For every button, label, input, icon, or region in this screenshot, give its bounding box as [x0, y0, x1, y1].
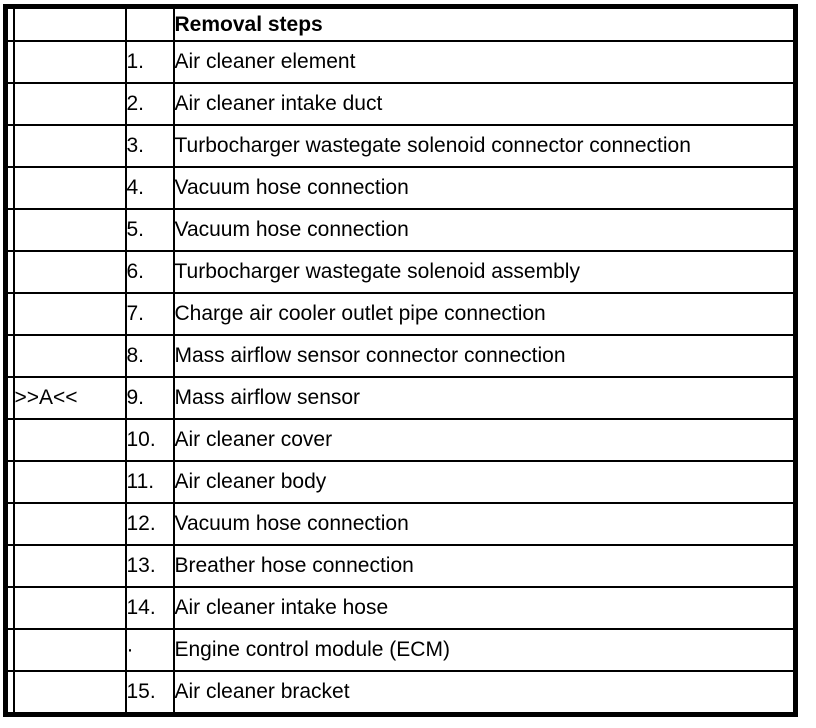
- spacer-cell: [4, 376, 15, 420]
- marker-cell: >>A<<: [12, 376, 127, 420]
- spacer-cell: [4, 124, 15, 168]
- marker-cell: [12, 628, 127, 672]
- marker-cell: [12, 586, 127, 630]
- step-text-cell: Air cleaner body: [172, 460, 797, 504]
- spacer-cell: [4, 460, 15, 504]
- table-row: 13. Breather hose connection: [4, 544, 797, 588]
- table-row: 14. Air cleaner intake hose: [4, 586, 797, 630]
- step-number-cell: 5.: [124, 208, 175, 252]
- step-number-cell: 12.: [124, 502, 175, 546]
- marker-cell: [12, 208, 127, 252]
- spacer-cell: [4, 334, 15, 378]
- marker-cell: [12, 292, 127, 336]
- step-text-cell: Turbocharger wastegate solenoid assembly: [172, 250, 797, 294]
- marker-cell: [12, 418, 127, 462]
- table-row: 15. Air cleaner bracket: [4, 670, 797, 716]
- table-row: 4. Vacuum hose connection: [4, 166, 797, 210]
- spacer-cell: [4, 544, 15, 588]
- spacer-cell: [4, 166, 15, 210]
- spacer-cell: [4, 208, 15, 252]
- step-number-cell: 9.: [124, 376, 175, 420]
- spacer-cell: [4, 5, 15, 42]
- table-row: 6. Turbocharger wastegate solenoid assem…: [4, 250, 797, 294]
- marker-cell: [12, 166, 127, 210]
- step-number-cell: 1.: [124, 40, 175, 84]
- step-text-cell: Vacuum hose connection: [172, 502, 797, 546]
- step-text-cell: Mass airflow sensor: [172, 376, 797, 420]
- marker-cell: [12, 250, 127, 294]
- table-row: 10. Air cleaner cover: [4, 418, 797, 462]
- table-row: 1. Air cleaner element: [4, 40, 797, 84]
- marker-cell: [12, 40, 127, 84]
- step-text-cell: Air cleaner intake duct: [172, 82, 797, 126]
- marker-cell: [12, 124, 127, 168]
- step-number-cell: 13.: [124, 544, 175, 588]
- step-text-cell: Engine control module (ECM): [172, 628, 797, 672]
- step-number-cell: 6.: [124, 250, 175, 294]
- table-row: 8. Mass airflow sensor connector connect…: [4, 334, 797, 378]
- step-text-cell: Breather hose connection: [172, 544, 797, 588]
- step-number-cell: 15.: [124, 670, 175, 716]
- table-row: 5. Vacuum hose connection: [4, 208, 797, 252]
- table-row: 7. Charge air cooler outlet pipe connect…: [4, 292, 797, 336]
- spacer-cell: [4, 250, 15, 294]
- marker-cell: [12, 502, 127, 546]
- step-number-cell: 2.: [124, 82, 175, 126]
- spacer-cell: [4, 82, 15, 126]
- marker-cell: [12, 544, 127, 588]
- step-text-cell: Mass airflow sensor connector connection: [172, 334, 797, 378]
- spacer-cell: [4, 40, 15, 84]
- marker-cell: [12, 82, 127, 126]
- marker-cell: [12, 460, 127, 504]
- table-title: Removal steps: [172, 5, 797, 42]
- step-number-cell: [124, 5, 175, 42]
- table-row: 3. Turbocharger wastegate solenoid conne…: [4, 124, 797, 168]
- marker-cell: [12, 670, 127, 716]
- step-number-cell: 4.: [124, 166, 175, 210]
- step-number-cell: 8.: [124, 334, 175, 378]
- table-header-row: Removal steps: [4, 5, 797, 42]
- spacer-cell: [4, 292, 15, 336]
- table-row: 11. Air cleaner body: [4, 460, 797, 504]
- step-text-cell: Air cleaner bracket: [172, 670, 797, 716]
- step-number-cell: 14.: [124, 586, 175, 630]
- step-number-cell: ·: [124, 628, 175, 672]
- step-number-cell: 10.: [124, 418, 175, 462]
- step-text-cell: Air cleaner element: [172, 40, 797, 84]
- step-number-cell: 11.: [124, 460, 175, 504]
- table-row: 2. Air cleaner intake duct: [4, 82, 797, 126]
- spacer-cell: [4, 670, 15, 716]
- step-text-cell: Air cleaner cover: [172, 418, 797, 462]
- table-row: >>A<< 9. Mass airflow sensor: [4, 376, 797, 420]
- step-text-cell: Vacuum hose connection: [172, 208, 797, 252]
- step-text-cell: Turbocharger wastegate solenoid connecto…: [172, 124, 797, 168]
- spacer-cell: [4, 502, 15, 546]
- spacer-cell: [4, 418, 15, 462]
- step-number-cell: 3.: [124, 124, 175, 168]
- spacer-cell: [4, 586, 15, 630]
- step-number-cell: 7.: [124, 292, 175, 336]
- step-text-cell: Charge air cooler outlet pipe connection: [172, 292, 797, 336]
- marker-cell: [12, 334, 127, 378]
- removal-steps-table: Removal steps 1. Air cleaner element 2. …: [3, 4, 798, 717]
- table-row: · Engine control module (ECM): [4, 628, 797, 672]
- step-text-cell: Vacuum hose connection: [172, 166, 797, 210]
- table-row: 12. Vacuum hose connection: [4, 502, 797, 546]
- step-text-cell: Air cleaner intake hose: [172, 586, 797, 630]
- spacer-cell: [4, 628, 15, 672]
- marker-cell: [12, 5, 127, 42]
